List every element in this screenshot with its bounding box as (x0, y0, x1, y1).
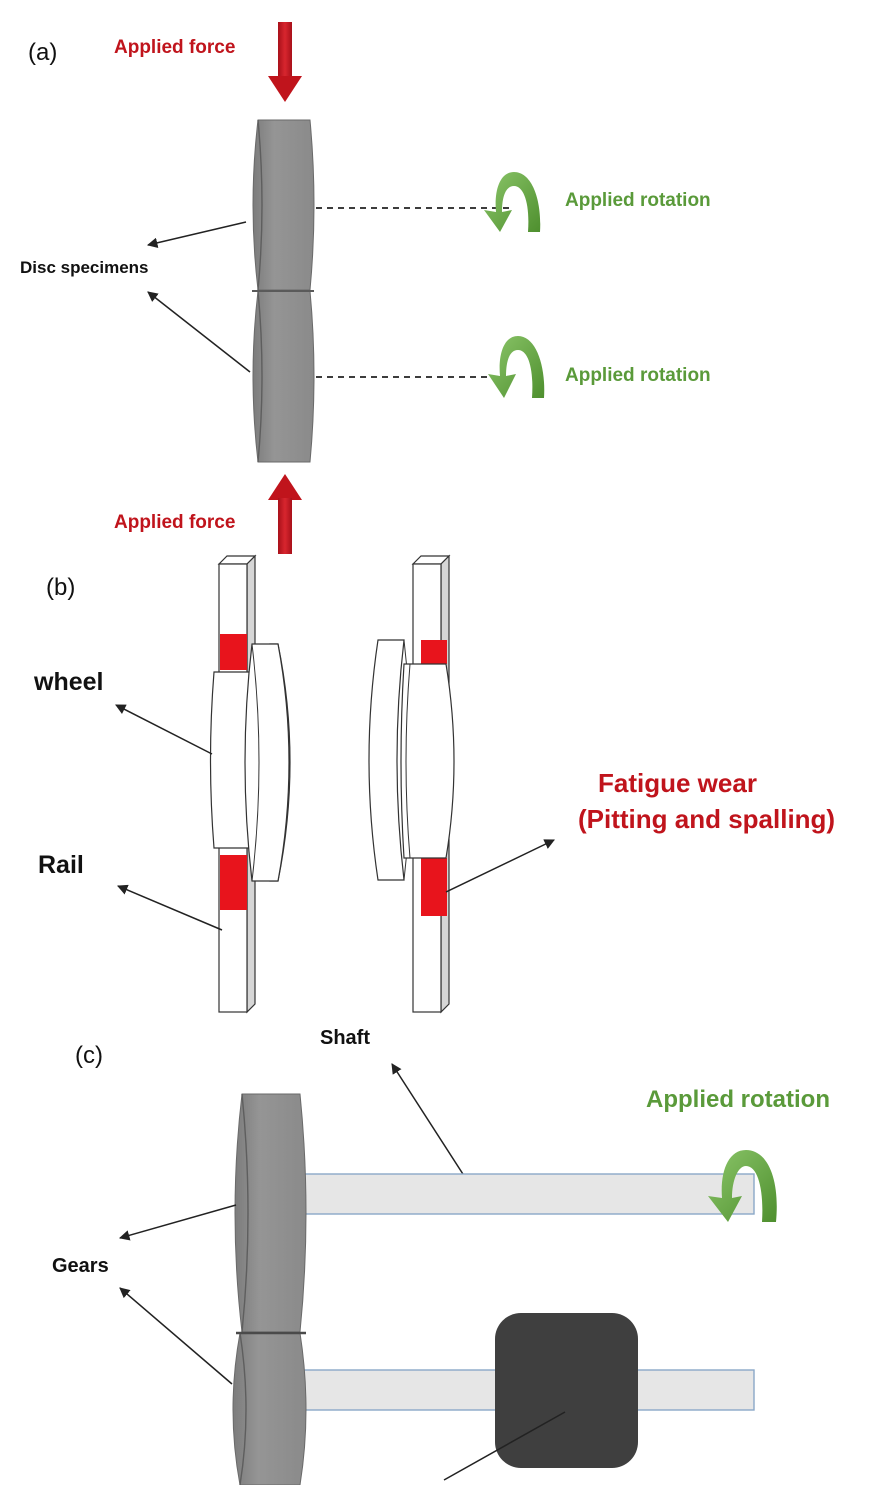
load-block (495, 1313, 638, 1468)
curved-rotation-arrow-icon (484, 172, 541, 232)
wear-region (220, 855, 247, 910)
panel-b-label: (b) (46, 574, 75, 601)
rotation-label-c: Applied rotation (646, 1086, 830, 1113)
leader-arrow-icon (147, 291, 251, 373)
disc-specimen-top (252, 119, 315, 291)
disc-specimens-label: Disc specimens (20, 258, 149, 277)
wear-region (421, 858, 447, 916)
rotation-top-label: Applied rotation (565, 190, 711, 211)
panel-a: (a) Applied force Applied rotation Ap (20, 22, 711, 554)
up-arrow-icon (268, 474, 302, 554)
panel-c-label: (c) (75, 1042, 103, 1069)
rotation-bottom-label: Applied rotation (565, 365, 711, 386)
panel-b: (b) (33, 554, 835, 1014)
gear-bottom (232, 1332, 307, 1485)
leader-arrow-icon (443, 1411, 566, 1481)
gear-top (234, 1093, 307, 1333)
force-bottom-label: Applied force (114, 512, 235, 533)
wheel-right (368, 639, 455, 881)
fatigue-wear-sublabel: (Pitting and spalling) (578, 804, 835, 834)
curved-rotation-arrow-icon (488, 336, 545, 398)
leader-arrow-icon (117, 884, 223, 931)
leader-arrow-icon (391, 1063, 471, 1186)
disc-specimen-bottom (252, 290, 315, 463)
leader-arrow-icon (115, 704, 213, 755)
fatigue-wear-label: Fatigue wear (598, 768, 757, 798)
wear-region (421, 640, 447, 664)
leader-arrow-icon (445, 839, 555, 893)
force-top-label: Applied force (114, 37, 235, 58)
curved-rotation-arrow-icon (708, 1150, 777, 1222)
leader-arrow-icon (118, 1204, 237, 1241)
panel-a-label: (a) (28, 39, 57, 66)
wheel-label: wheel (33, 668, 103, 696)
leader-arrow-icon (119, 1287, 233, 1385)
shaft-label: Shaft (320, 1027, 370, 1049)
rail-label: Rail (38, 851, 84, 879)
down-arrow-icon (268, 22, 302, 102)
wear-region (220, 634, 247, 670)
panel-c: (c) Shaft Applied rotation Gears (52, 1027, 830, 1485)
wheel-left (209, 643, 291, 882)
leader-arrow-icon (146, 221, 247, 248)
gears-label: Gears (52, 1255, 109, 1277)
shaft-top (303, 1173, 755, 1215)
